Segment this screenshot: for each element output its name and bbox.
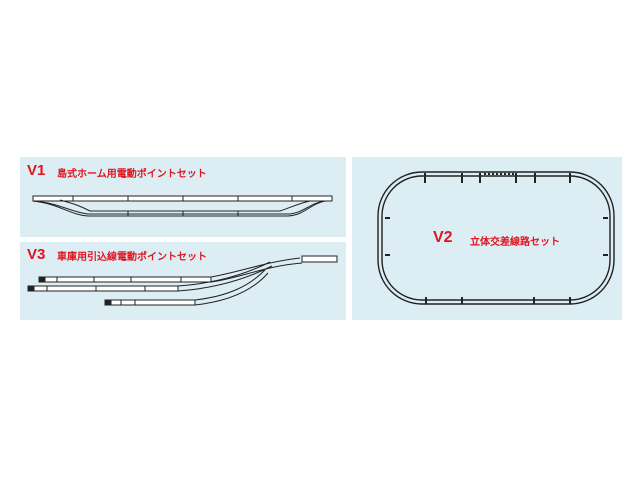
v1-code: V1 (27, 162, 46, 179)
v3-name: 車庫用引込線電動ポイントセット (57, 252, 207, 263)
v2-track-layout (377, 171, 615, 305)
v1-name: 島式ホーム用電動ポイントセット (57, 169, 207, 180)
v1-track-layout (32, 195, 333, 217)
v2-code: V2 (433, 229, 453, 246)
v3-code: V3 (27, 246, 46, 263)
v3-track-layout (27, 255, 338, 306)
v2-name: 立体交差線路セット (470, 237, 560, 248)
